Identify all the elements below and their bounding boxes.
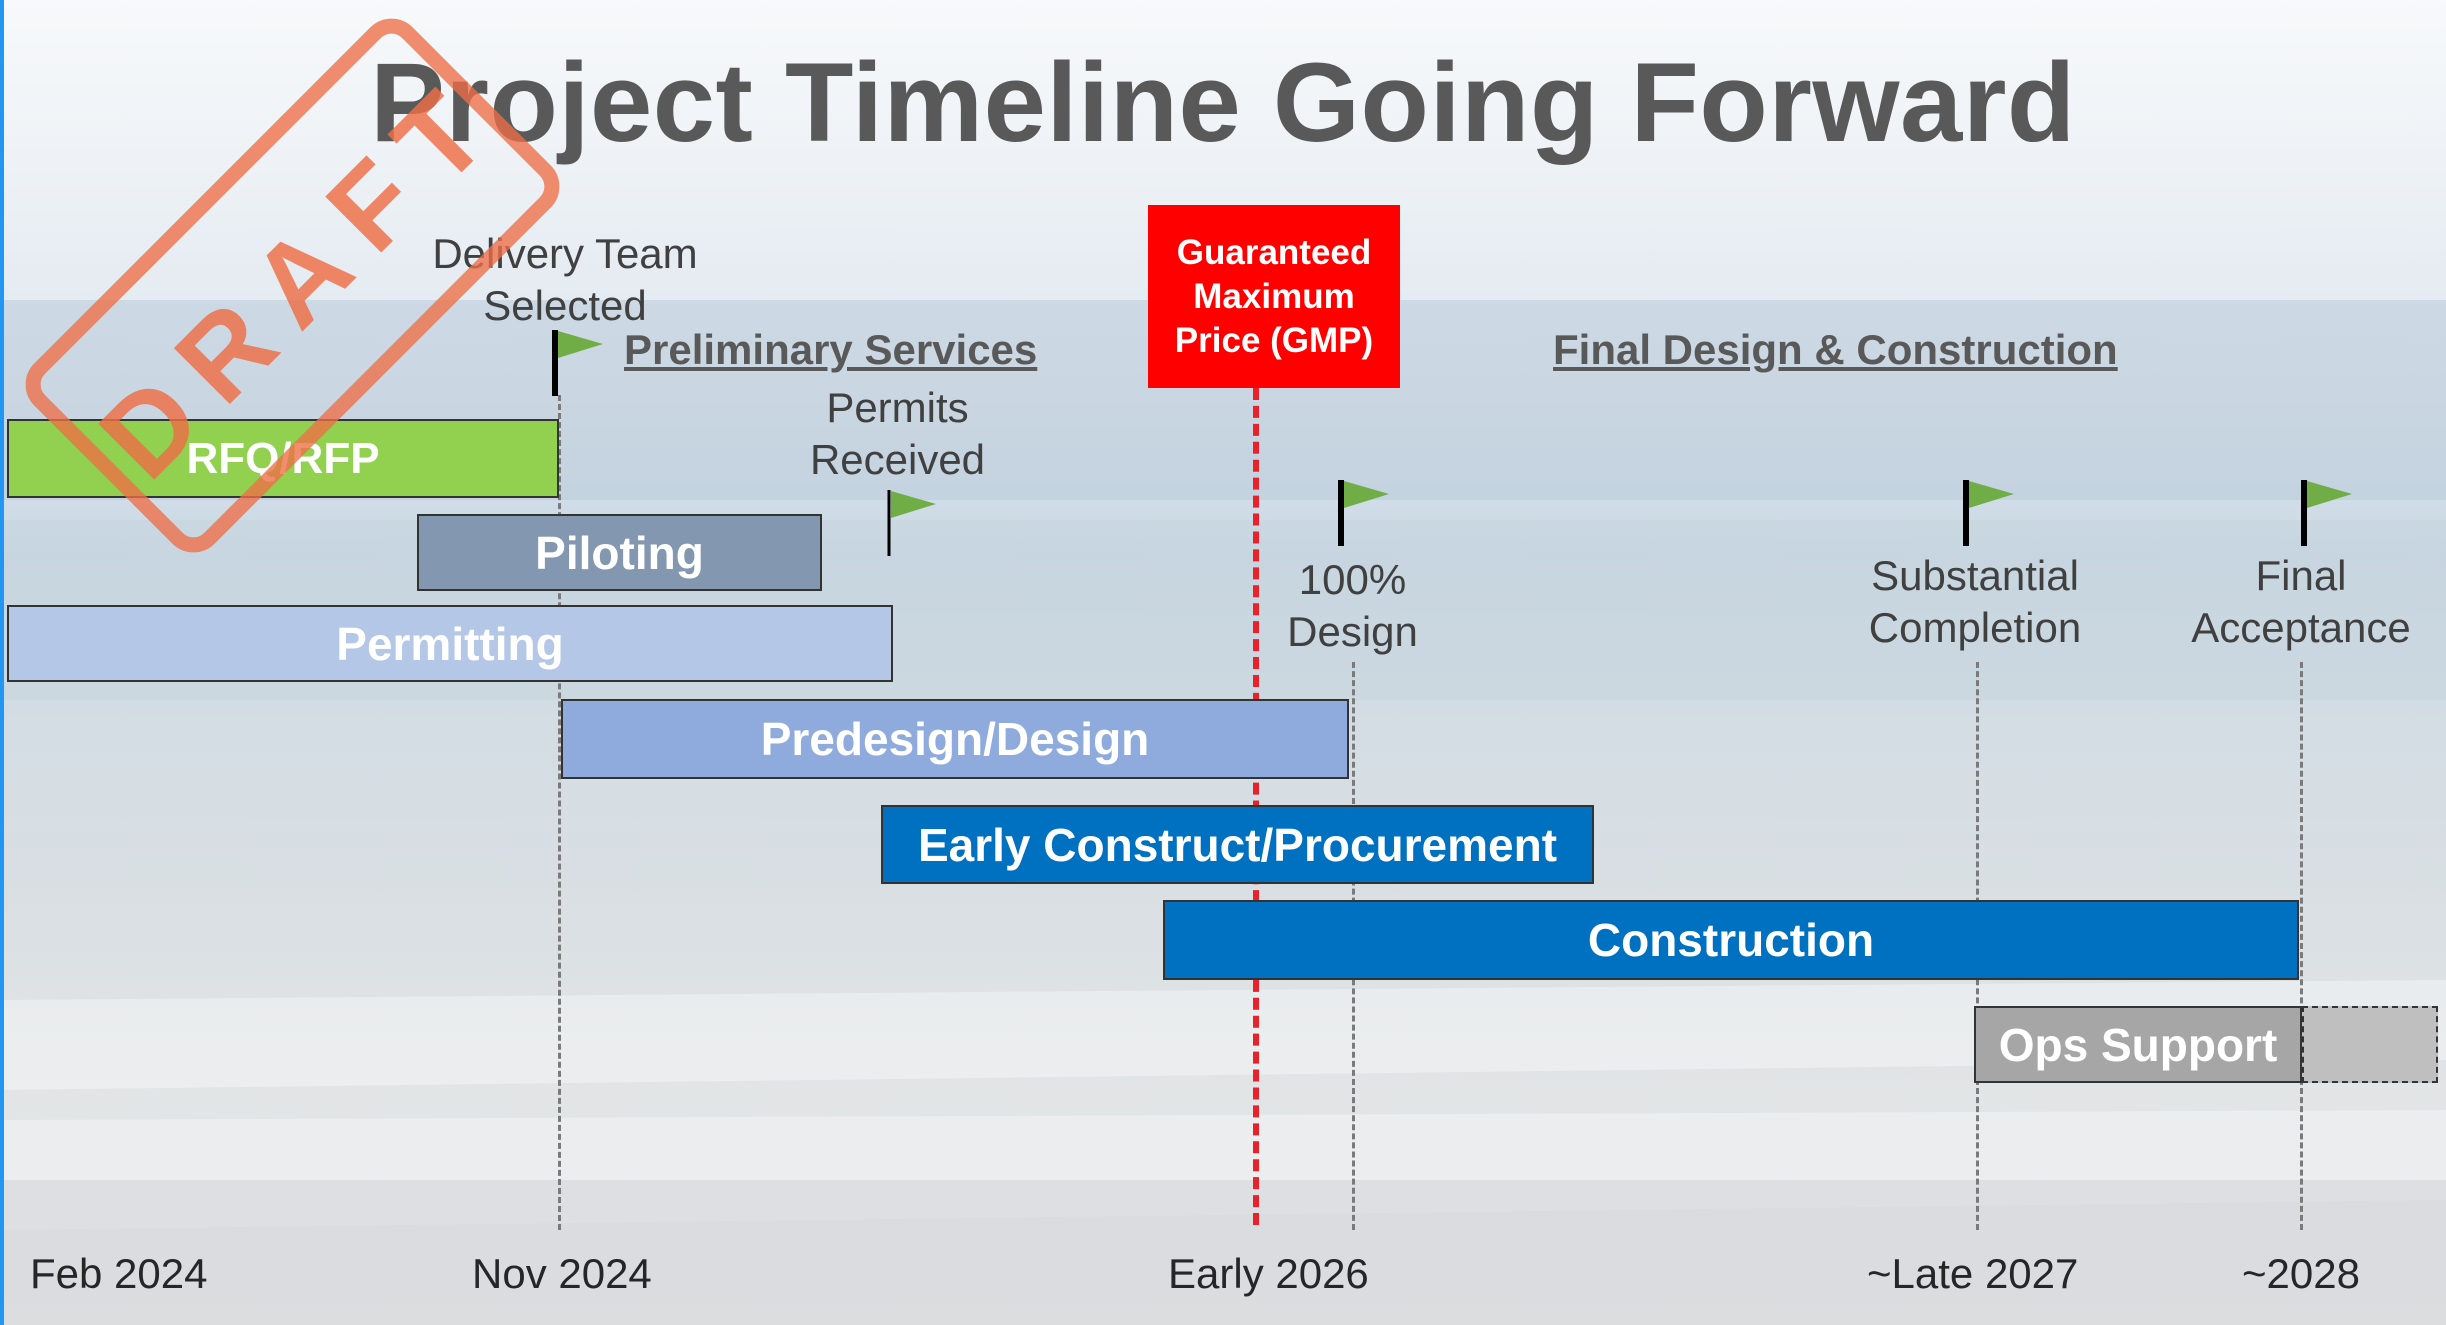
bar-label: Early Construct/Procurement	[917, 818, 1558, 871]
gmp-milestone-box: Guaranteed Maximum Price (GMP)	[1148, 205, 1400, 388]
milestone-label-line: Completion	[1868, 604, 2082, 651]
bar-rfq-rfp: RFQ/RFP	[7, 419, 559, 498]
milestone-final-label: Final Acceptance	[2170, 550, 2432, 654]
axis-label-nov-2024: Nov 2024	[472, 1250, 652, 1297]
axis-label-early-2026: Early 2026	[1168, 1250, 1369, 1297]
axis-label-feb-2024: Feb 2024	[30, 1250, 208, 1297]
axis-label-2028: ~2028	[2242, 1250, 2360, 1297]
bar-ops-support: Ops Support	[1974, 1006, 2302, 1083]
milestone-label-line: Selected	[483, 282, 647, 329]
bar-label: Permitting	[336, 617, 564, 670]
phase-preliminary-services: Preliminary Services	[624, 326, 1038, 373]
milestone-label-line: 100%	[1298, 556, 1407, 603]
milestone-100-design-label: 100% Design	[1245, 554, 1460, 658]
bar-ops-support-extension	[2302, 1006, 2438, 1083]
milestone-label-line: Final	[2255, 552, 2347, 599]
bar-label: Predesign/Design	[760, 713, 1150, 765]
bar-construction: Construction	[1163, 900, 2299, 980]
bar-early-construct-procurement: Early Construct/Procurement	[881, 805, 1594, 884]
gmp-label-line: Maximum	[1193, 276, 1355, 316]
milestone-delivery-team-label: Delivery Team Selected	[410, 228, 720, 332]
milestone-label-line: Permits	[826, 384, 969, 431]
milestone-permits-label: Permits Received	[760, 382, 1035, 486]
phase-final-design-construction: Final Design & Construction	[1553, 326, 2118, 373]
axis-label-late-2027: ~Late 2027	[1867, 1250, 2079, 1297]
bar-piloting: Piloting	[417, 514, 822, 591]
milestone-label-line: Acceptance	[2191, 604, 2411, 651]
milestone-label-line: Delivery Team	[432, 230, 698, 277]
flag-icon	[1338, 480, 1389, 546]
milestone-label-line: Received	[809, 436, 986, 483]
bar-predesign-design: Predesign/Design	[561, 699, 1349, 779]
bar-label: Ops Support	[1998, 1018, 2278, 1071]
milestone-substantial-label: Substantial Completion	[1840, 550, 2110, 654]
bar-permitting: Permitting	[7, 605, 893, 682]
flag-icon	[2301, 480, 2352, 546]
gmp-label-line: Price (GMP)	[1174, 320, 1374, 360]
bar-label: Construction	[1587, 914, 1875, 966]
milestone-label-line: Design	[1287, 608, 1418, 655]
bar-label: RFQ/RFP	[186, 433, 380, 483]
slide-edge	[0, 0, 4, 1325]
flag-icon	[552, 330, 603, 396]
flag-icon	[1963, 480, 2014, 546]
milestone-label-line: Substantial	[1871, 552, 2079, 599]
gmp-label-line: Guaranteed	[1176, 232, 1372, 272]
2028-guide-line	[2300, 662, 2303, 1230]
bar-label: Piloting	[535, 526, 704, 579]
page-title: Project Timeline Going Forward	[370, 40, 2076, 165]
flag-icon	[887, 490, 936, 556]
nov-2024-guide-line	[558, 395, 561, 1230]
